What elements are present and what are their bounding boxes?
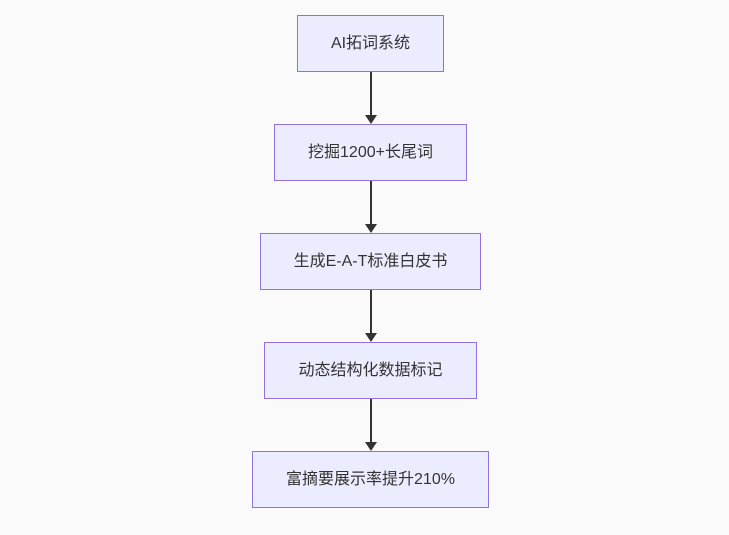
- node-label: 挖掘1200+长尾词: [308, 143, 433, 161]
- node-rich-snippet-rate-boost: 富摘要展示率提升210%: [252, 451, 489, 508]
- arrow-line: [369, 290, 372, 333]
- node-label: 富摘要展示率提升210%: [286, 470, 455, 488]
- arrowhead-down-icon: [364, 224, 377, 233]
- flow-arrow-4: [364, 399, 378, 451]
- arrow-line: [369, 399, 372, 442]
- arrow-line: [369, 181, 372, 224]
- node-label: AI拓词系统: [330, 34, 411, 52]
- node-mine-longtail-keywords: 挖掘1200+长尾词: [274, 124, 467, 181]
- arrowhead-down-icon: [364, 442, 377, 451]
- node-dynamic-structured-data-markup: 动态结构化数据标记: [264, 342, 477, 399]
- arrowhead-down-icon: [364, 115, 377, 124]
- node-label: 生成E-A-T标准白皮书: [293, 252, 448, 270]
- arrow-line: [369, 72, 372, 115]
- flow-arrow-1: [364, 72, 378, 124]
- flow-column: AI拓词系统 挖掘1200+长尾词 生成E-A-T标准白皮书 动态结构化数据标记: [252, 15, 489, 508]
- flow-arrow-3: [364, 290, 378, 342]
- node-ai-word-expansion-system: AI拓词系统: [296, 15, 445, 72]
- arrowhead-down-icon: [364, 333, 377, 342]
- flow-arrow-2: [364, 181, 378, 233]
- node-generate-eat-whitepaper: 生成E-A-T标准白皮书: [259, 233, 482, 290]
- node-label: 动态结构化数据标记: [298, 361, 443, 379]
